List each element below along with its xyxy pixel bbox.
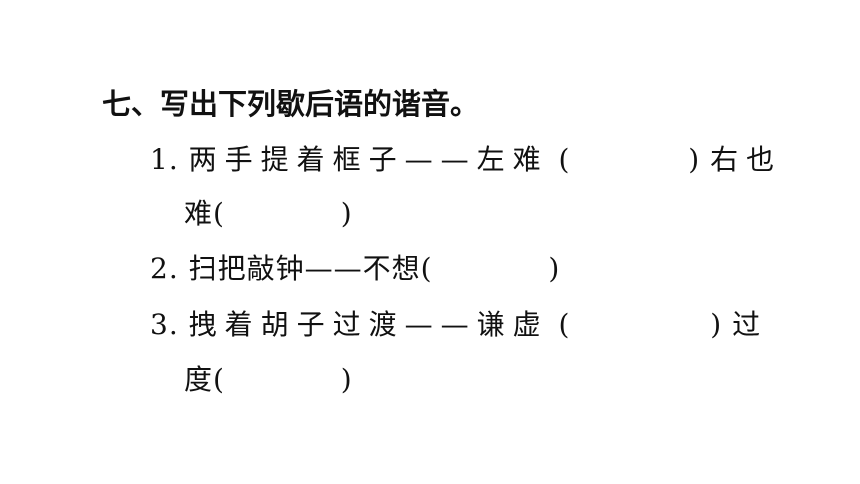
question-1-after-text: 右也 — [710, 143, 783, 176]
section-heading: 七、写出下列歇后语的谐音。 — [102, 87, 480, 121]
question-2-text: 扫把敲钟——不想( — [188, 252, 433, 285]
question-1-continuation: 难( — [184, 197, 225, 230]
question-3-close-paren: ) — [710, 308, 723, 341]
question-3-open-paren: ( — [558, 308, 571, 341]
question-1-number: 1. — [150, 143, 179, 176]
question-3-line-2: 度( ) — [184, 362, 353, 398]
question-1-close-paren: ) — [688, 143, 701, 176]
question-1-open-paren: ( — [558, 143, 571, 176]
question-2-line: 2. 扫把敲钟——不想( ) — [150, 251, 560, 287]
question-3-line-1: 3. 拽着胡子过渡——谦虚 ( ) 过 — [150, 307, 761, 343]
question-1-line-1: 1. 两手提着框子——左难 ( ) 右也 — [150, 142, 782, 178]
question-3-continuation: 度( — [184, 363, 225, 396]
question-3-number: 3. — [150, 308, 179, 341]
question-3-text: 拽着胡子过渡——谦虚 — [188, 308, 549, 341]
question-2-close-paren: ) — [548, 252, 561, 285]
question-2-number: 2. — [150, 252, 179, 285]
question-1-line-2: 难( ) — [184, 196, 353, 232]
question-1-continuation-close: ) — [340, 197, 353, 230]
question-1-text: 两手提着框子——左难 — [188, 143, 549, 176]
question-3-continuation-close: ) — [340, 363, 353, 396]
question-3-after-text: 过 — [732, 308, 762, 341]
